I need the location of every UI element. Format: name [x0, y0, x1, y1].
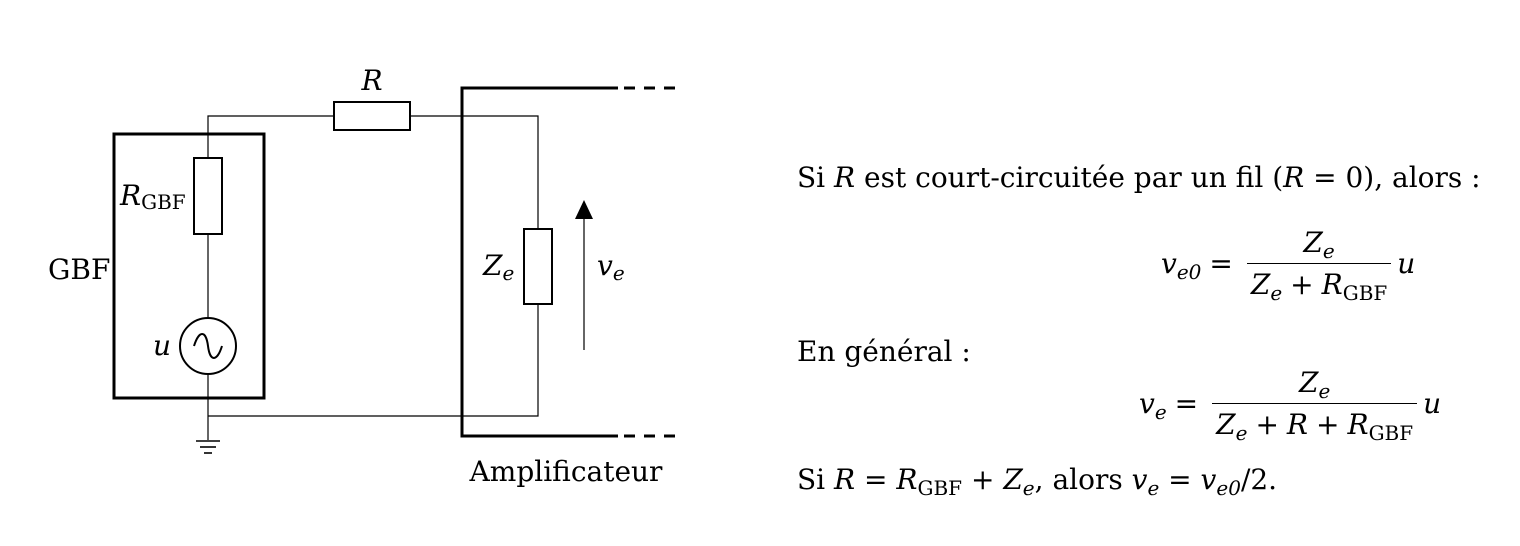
label-ze: Ze [482, 249, 514, 285]
conclusion-line: Si R = RGBF + Ze, alors ve = ve0/2. [797, 463, 1278, 500]
label-ve-main: v [597, 249, 613, 282]
label-u: u [153, 329, 171, 362]
eq2-lhs-sub: e [1154, 400, 1167, 424]
equation-ve: ve = Ze Ze+R+RGBF u [1139, 366, 1442, 445]
eq1-lhs-sub: e0 [1176, 260, 1202, 284]
resistor-ze [523, 228, 553, 305]
eq1-rhs: u [1397, 247, 1416, 280]
eq1-equals: = [1209, 247, 1233, 280]
label-rgbf-main: R [119, 179, 141, 212]
eq1-lhs: v [1161, 247, 1177, 280]
label-ve: ve [597, 249, 625, 285]
condition-line: Si R est court-circuitée par un fil (R =… [797, 164, 1481, 192]
label-rgbf-sub: GBF [141, 190, 186, 214]
explanation-panel: Si R est court-circuitée par un fil (R =… [797, 0, 1497, 546]
label-amplifier: Amplificateur [469, 455, 664, 488]
circuit-diagram: R RGBF GBF u Ze ve Amplificateur [48, 64, 680, 488]
equation-ve0: ve0 = Ze Ze+RGBF u [1161, 226, 1416, 305]
eq2-denominator: Ze+R+RGBF [1212, 403, 1418, 445]
eq1-denominator: Ze+RGBF [1246, 263, 1392, 305]
label-rgbf: RGBF [119, 179, 186, 214]
eq2-numerator: Ze [1298, 366, 1331, 403]
wire-bottom [208, 304, 539, 417]
gbf-box [112, 132, 266, 400]
eq1-fraction: Ze Ze+RGBF [1246, 226, 1392, 305]
eq1-numerator: Ze [1303, 226, 1335, 263]
sine-icon [193, 333, 223, 359]
resistor-rgbf [193, 157, 223, 235]
label-ze-sub: e [502, 261, 514, 285]
text-si: Si [797, 161, 835, 194]
wire-top-left [207, 115, 334, 158]
text-mid: est court-circuitée par un fil ( [855, 161, 1284, 194]
label-ze-main: Z [482, 249, 503, 282]
eq2-rhs: u [1423, 387, 1442, 420]
text-end: = 0), alors : [1304, 161, 1481, 194]
var-r: R [834, 161, 856, 194]
resistor-r [333, 101, 411, 131]
ground-icon [196, 440, 220, 454]
var-r2: R [1283, 161, 1305, 194]
eq2-lhs: v [1139, 387, 1155, 420]
label-gbf: GBF [48, 253, 110, 286]
label-r: R [360, 64, 382, 97]
general-line: En général : [797, 335, 971, 368]
arrow-up-icon [575, 200, 593, 219]
wire-top-right [410, 115, 539, 229]
label-ve-sub: e [613, 261, 625, 285]
eq2-fraction: Ze Ze+R+RGBF [1212, 366, 1418, 445]
eq2-equals: = [1174, 387, 1199, 420]
amplifier-box [460, 86, 618, 438]
